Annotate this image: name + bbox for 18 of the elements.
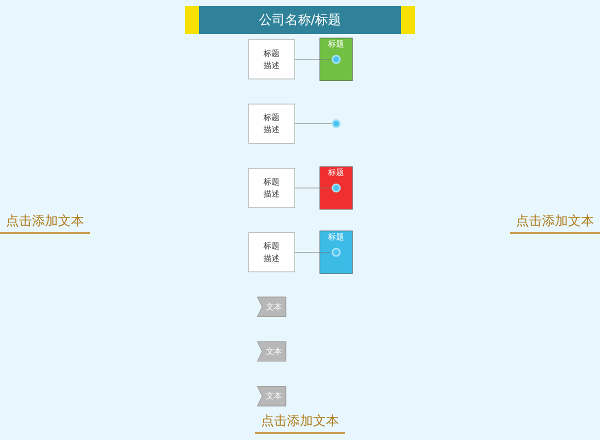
title-banner: 公司名称/标题: [184, 6, 416, 34]
node-box: 标题 描述: [248, 168, 294, 208]
node-circle: [331, 248, 340, 257]
connector: [294, 123, 332, 124]
cluster: 标题: [319, 230, 352, 274]
add-text-label: 点击添加文本: [255, 410, 345, 434]
cluster: 标题: [319, 38, 352, 81]
node-circle: [331, 54, 340, 64]
connector: [294, 252, 332, 253]
add-text-label: 点击添加文本: [0, 210, 90, 234]
connector: [294, 59, 332, 60]
node-box: 标题 描述: [248, 232, 294, 272]
node-circle: [331, 119, 340, 128]
node-circle: [331, 183, 340, 192]
node-box: 标题 描述: [248, 104, 294, 144]
cluster: 标题: [319, 166, 352, 210]
add-text-label: 点击添加文本: [510, 210, 600, 234]
node-box: 标题 描述: [248, 40, 294, 80]
